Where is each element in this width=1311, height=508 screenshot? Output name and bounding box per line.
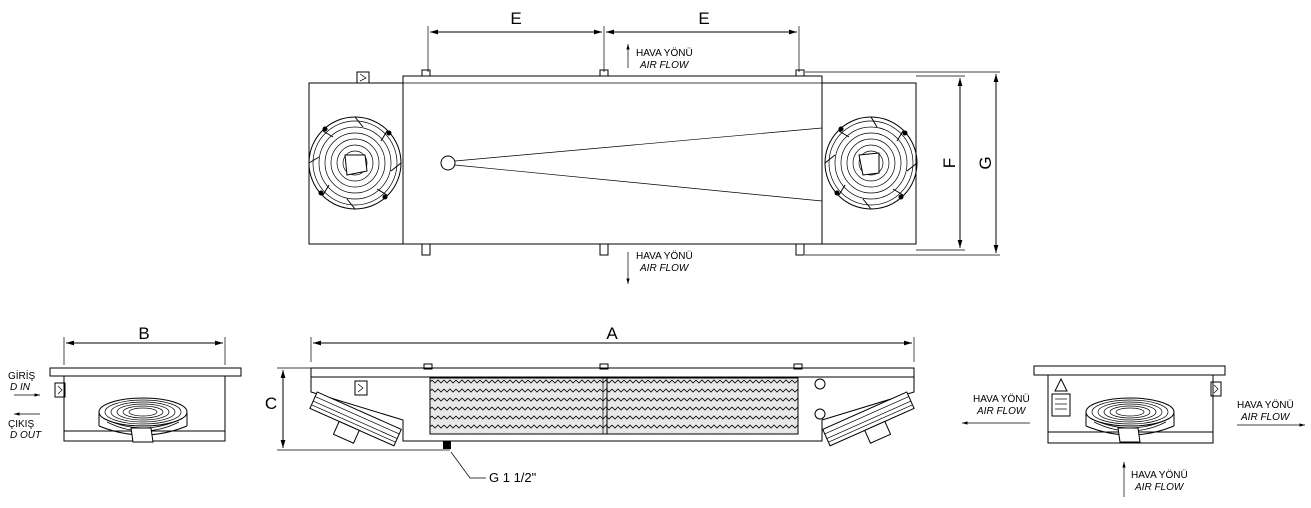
airflow-right-label-tr: HAVA YÖNÜ	[1237, 399, 1294, 411]
plan-view: E E F G HAVA YÖNÜ AIR FLOW HAVA YÖNÜ AIR…	[308, 9, 1000, 284]
dimension-e-right: E	[698, 9, 709, 28]
nameplate	[1051, 393, 1071, 417]
dimension-e-left: E	[510, 9, 521, 28]
airflow-top-label-tr: HAVA YÖNÜ	[636, 47, 693, 59]
dimension-b: B	[138, 324, 149, 343]
airflow-bottom-right-label-tr: HAVA YÖNÜ	[1131, 469, 1188, 481]
front-view: A C	[265, 324, 915, 485]
airflow-bottom-right-label-en: AIR FLOW	[1134, 482, 1185, 493]
dimension-c: C	[265, 394, 277, 413]
airflow-bottom-label-tr: HAVA YÖNÜ	[636, 250, 693, 262]
dimension-a: A	[606, 324, 618, 343]
airflow-bottom-label-en: AIR FLOW	[639, 263, 690, 274]
right-side-view: HAVA YÖNÜ AIR FLOW HAVA YÖNÜ AIR FLOW HA…	[962, 365, 1305, 497]
dimension-f: F	[940, 158, 959, 168]
outlet-label-en: D OUT	[10, 430, 42, 441]
inlet-label-en: D IN	[10, 382, 31, 393]
inlet-label-tr: GİRİŞ	[8, 369, 36, 382]
dimension-g: G	[976, 156, 995, 169]
airflow-top-label-en: AIR FLOW	[639, 60, 690, 71]
warning-triangle-icon	[1054, 377, 1068, 392]
outlet-label-tr: ÇIKIŞ	[8, 419, 34, 430]
drain-size-label: G 1 1/2"	[489, 470, 537, 485]
airflow-left-label-tr: HAVA YÖNÜ	[973, 393, 1030, 405]
left-side-view: B GİRİŞ D IN ÇIKIŞ D OUT	[8, 324, 242, 443]
airflow-left-label-en: AIR FLOW	[976, 406, 1027, 417]
airflow-right-label-en: AIR FLOW	[1240, 412, 1291, 423]
